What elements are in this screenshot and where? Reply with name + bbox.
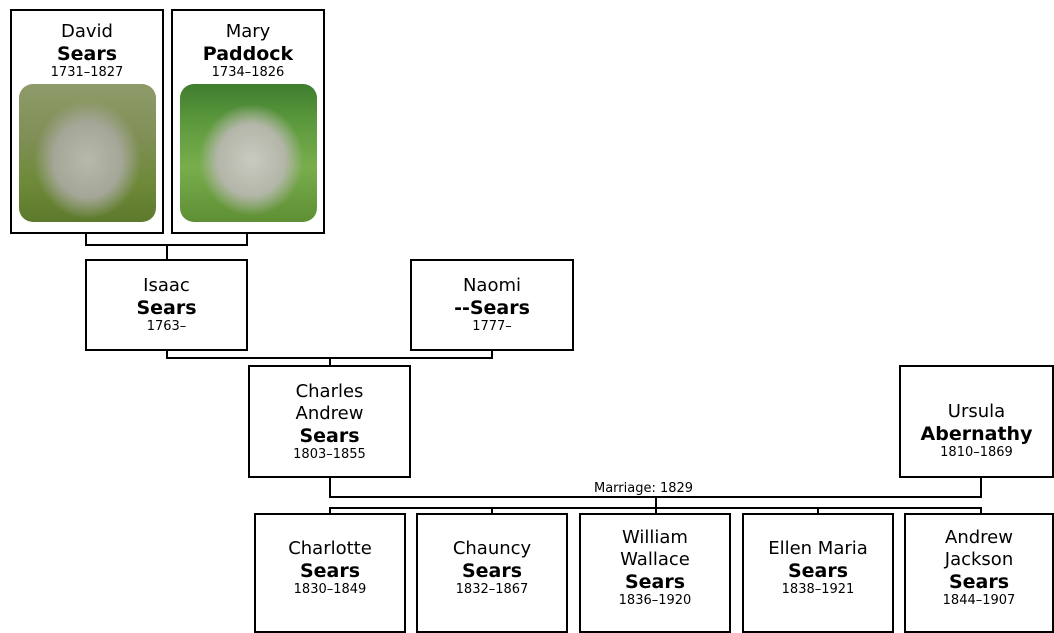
given-name: Ursula	[947, 400, 1006, 422]
surname: Sears	[56, 43, 118, 65]
marriage-label: Marriage: 1829	[591, 481, 697, 496]
given-name: David	[61, 21, 113, 42]
given-name: Charles Andrew	[295, 380, 364, 424]
life-dates: 1803–1855	[293, 446, 366, 462]
person-card-child[interactable]: William Wallace Sears 1836–1920	[579, 513, 731, 633]
given-name: Naomi	[462, 275, 522, 296]
connector	[329, 357, 331, 366]
surname: Sears	[461, 560, 523, 582]
person-card-charles-andrew-sears[interactable]: Charles Andrew Sears 1803–1855	[248, 365, 411, 478]
person-card-child[interactable]: Andrew Jackson Sears 1844–1907	[904, 513, 1054, 633]
life-dates: 1763–	[146, 319, 187, 334]
given-name: Andrew Jackson	[944, 527, 1014, 570]
gravestone-photo	[18, 84, 156, 222]
given-name: Charlotte	[288, 538, 372, 559]
surname: Sears	[948, 571, 1010, 593]
person-card-child[interactable]: Ellen Maria Sears 1838–1921	[742, 513, 894, 633]
connector	[166, 244, 168, 260]
connector	[329, 507, 331, 515]
person-card-child[interactable]: Charlotte Sears 1830–1849	[254, 513, 406, 633]
given-name: Mary	[225, 21, 271, 42]
connector	[980, 507, 982, 515]
connector	[166, 350, 168, 358]
surname: Sears	[299, 560, 361, 582]
person-card-ursula-abernathy[interactable]: Ursula Abernathy 1810–1869	[899, 365, 1054, 478]
person-card-mary-paddock[interactable]: Mary Paddock 1734–1826	[171, 9, 325, 234]
connector	[246, 233, 248, 245]
life-dates: 1734–1826	[211, 65, 285, 80]
given-name: Chauncy	[452, 538, 532, 559]
life-dates: 1777–	[472, 319, 512, 334]
given-name: Ellen Maria	[768, 538, 868, 559]
surname: Sears	[136, 297, 197, 319]
life-dates: 1836–1920	[618, 593, 692, 608]
person-card-david-sears[interactable]: David Sears 1731–1827	[10, 9, 164, 234]
connector	[329, 477, 331, 497]
surname: Sears	[299, 424, 360, 447]
connector	[491, 350, 493, 358]
connector	[491, 507, 493, 515]
surname: Paddock	[202, 43, 294, 65]
person-card-naomi-sears[interactable]: Naomi --Sears 1777–	[410, 259, 574, 351]
life-dates: 1838–1921	[781, 582, 855, 597]
life-dates: 1844–1907	[942, 593, 1016, 608]
connector	[817, 507, 819, 515]
gravestone-photo	[179, 84, 317, 222]
connector	[85, 233, 87, 245]
person-card-isaac-sears[interactable]: Isaac Sears 1763–	[85, 259, 248, 351]
surname: --Sears	[454, 297, 530, 319]
life-dates: 1810–1869	[940, 444, 1013, 460]
connector	[655, 507, 657, 515]
life-dates: 1731–1827	[50, 65, 124, 80]
given-name: Isaac	[143, 275, 190, 296]
life-dates: 1832–1867	[455, 582, 529, 597]
surname: Sears	[624, 571, 686, 593]
given-name: William Wallace	[620, 527, 690, 570]
surname: Abernathy	[920, 422, 1033, 445]
surname: Sears	[787, 560, 849, 582]
connector	[655, 496, 657, 508]
connector	[980, 477, 982, 497]
life-dates: 1830–1849	[293, 582, 367, 597]
person-card-child[interactable]: Chauncy Sears 1832–1867	[416, 513, 568, 633]
